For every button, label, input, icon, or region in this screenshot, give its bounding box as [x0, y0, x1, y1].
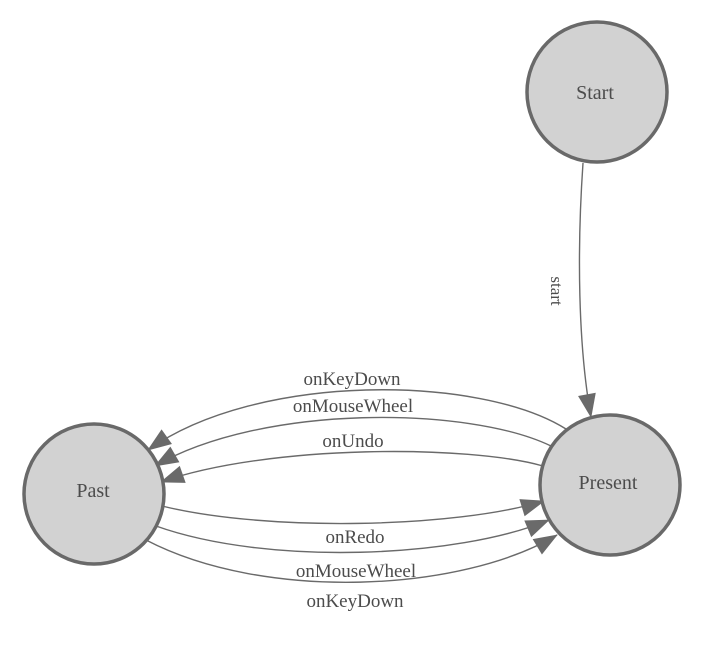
edge-onkeydown-top-path: [147, 389, 567, 451]
node-past-circle[interactable]: [22, 422, 166, 566]
edge-onmousewheel-bottom-label: onMouseWheel: [296, 561, 416, 582]
node-start[interactable]: Start: [525, 20, 669, 164]
edge-start-label: start: [547, 276, 566, 306]
edge-onredo-label: onRedo: [325, 527, 384, 548]
edge-present-past-onundo: onUndo: [160, 431, 544, 483]
edge-present-past-onmousewheel: onMouseWheel: [154, 396, 552, 467]
edge-present-past-onkeydown: onKeyDown: [147, 369, 567, 451]
edge-past-present-onkeydown: onKeyDown: [145, 534, 558, 612]
node-start-circle[interactable]: [525, 20, 669, 164]
edge-start-path: [578, 162, 596, 418]
edge-onundo-path: [160, 450, 544, 483]
edge-onredo-path: [161, 499, 545, 525]
node-past-label: Past: [76, 480, 110, 502]
edge-onundo-label: onUndo: [322, 431, 383, 452]
node-present[interactable]: Present: [538, 413, 682, 557]
edge-onmousewheel-top-label: onMouseWheel: [293, 396, 413, 417]
edge-onkeydown-bottom-path: [145, 534, 558, 583]
edge-onkeydown-bottom-label: onKeyDown: [306, 591, 404, 612]
node-present-label: Present: [579, 472, 638, 494]
edge-onkeydown-top-label: onKeyDown: [303, 369, 401, 390]
node-past[interactable]: Past: [22, 422, 166, 566]
edge-start: start: [547, 162, 596, 418]
edge-onmousewheel-top-path: [154, 416, 552, 467]
edge-onmousewheel-bottom-path: [155, 519, 550, 554]
edge-past-present-onredo: onRedo: [161, 499, 545, 548]
node-present-circle[interactable]: [538, 413, 682, 557]
edge-past-present-onmousewheel: onMouseWheel: [155, 519, 550, 582]
node-start-label: Start: [576, 82, 614, 104]
